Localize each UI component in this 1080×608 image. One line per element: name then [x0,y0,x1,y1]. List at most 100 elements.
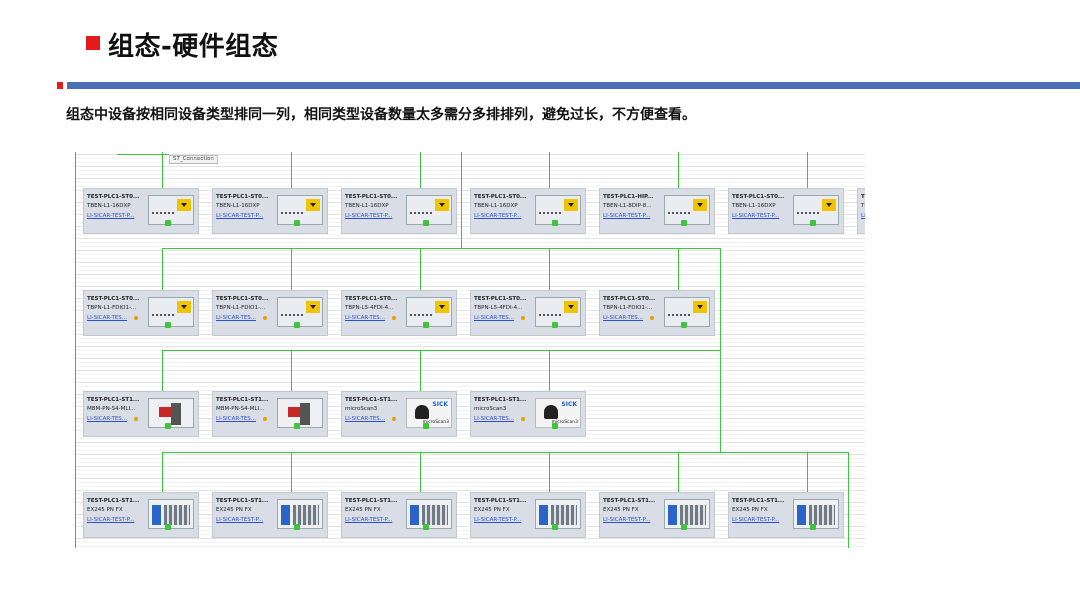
network-port-icon[interactable] [294,220,300,226]
network-port-icon[interactable] [552,322,558,328]
network-port-icon[interactable] [294,423,300,429]
network-port-icon[interactable] [165,220,171,226]
network-port-icon[interactable] [810,524,816,530]
port-strip-icon [668,212,690,220]
device-type: EX245 PN FX [732,507,768,513]
device-box[interactable]: TEST-PLC1-ST0...TBPN-L1-FDIO1-...LI-SICA… [212,290,328,336]
drop-line[interactable] [678,248,679,326]
drop-line[interactable] [420,350,421,427]
io-module-icon [535,297,581,327]
device-box[interactable]: TEST-PLC1-ST0...TBPN-L5-4FDI-4...LI-SICA… [341,290,457,336]
drop-line[interactable] [291,452,292,528]
network-port-icon[interactable] [423,423,429,429]
network-port-icon[interactable] [423,220,429,226]
device-controller-link[interactable]: LI-SICAR-TEST-P... [603,213,651,219]
drop-line[interactable] [420,248,421,326]
device-controller-link[interactable]: LI-SICAR-TES... [474,315,515,321]
grid-stripe [75,282,865,283]
device-box[interactable]: TETELI [857,188,865,234]
drop-line[interactable] [420,452,421,528]
device-controller-link[interactable]: LI-SICAR-TES... [603,315,644,321]
device-controller-link[interactable]: LI-SICAR-TEST-P... [345,517,393,523]
network-port-icon[interactable] [552,524,558,530]
device-controller-link[interactable]: LI-SICAR-TEST-P... [474,213,522,219]
profinet-bus-line[interactable] [162,350,721,351]
device-controller-link[interactable]: LI-SICAR-TEST-P... [87,213,135,219]
device-controller-link[interactable]: LI-SICAR-TEST-P... [87,517,135,523]
network-port-icon[interactable] [681,220,687,226]
drop-line[interactable] [291,350,292,427]
device-controller-link[interactable]: LI-SICAR-TEST-P... [216,517,264,523]
connection-line[interactable] [117,154,169,155]
network-port-icon[interactable] [552,220,558,226]
main-trunk-line[interactable] [461,152,462,249]
red-block-icon [288,407,302,417]
device-controller-link[interactable]: LI-SICAR-TES... [87,416,128,422]
device-controller-link[interactable]: LI-SICAR-TES... [345,315,386,321]
drop-line[interactable] [162,350,163,427]
blue-head-icon [797,505,806,525]
device-controller-link[interactable]: LI-SICAR-TEST-P... [345,213,393,219]
device-controller-link[interactable]: LI-SICAR-TEST-P... [474,517,522,523]
drop-line[interactable] [807,452,808,528]
drop-line[interactable] [162,248,163,326]
device-controller-link[interactable]: LI-SICAR-TES... [216,416,257,422]
device-controller-link[interactable]: LI-SICAR-TEST-P... [603,517,651,523]
device-type: EX245 PN FX [474,507,510,513]
network-port-icon[interactable] [294,524,300,530]
device-controller-link[interactable]: LI-SICAR-TEST-P... [732,213,780,219]
grid-stripe [75,354,865,355]
drop-line[interactable] [291,248,292,326]
s7-connection-label[interactable]: S7_Connection [169,155,218,164]
device-controller-link[interactable]: LI-SICAR-TES... [87,315,128,321]
device-controller-link[interactable]: LI-SICAR-TES... [216,315,257,321]
device-name: TE [861,194,865,200]
device-controller-link[interactable]: LI-SICAR-TES... [345,416,386,422]
device-box[interactable]: TEST-PLC1-HIP...TBEN-L1-8DIP-8...LI-SICA… [599,188,715,234]
network-port-icon[interactable] [423,524,429,530]
profinet-bus-line[interactable] [162,452,849,453]
network-port-icon[interactable] [165,423,171,429]
network-port-icon[interactable] [423,322,429,328]
network-port-icon[interactable] [681,524,687,530]
network-port-icon[interactable] [165,524,171,530]
status-dot-icon [650,316,654,320]
device-box[interactable]: TEST-PLC1-ST1...MBM-PN-S4-MLI...LI-SICAR… [212,391,328,437]
network-port-icon[interactable] [165,322,171,328]
device-box[interactable]: TEST-PLC1-ST1...MBM-PN-S4-MLI...LI-SICAR… [83,391,199,437]
network-port-icon[interactable] [681,322,687,328]
device-controller-link[interactable]: LI [861,213,865,219]
device-controller-link[interactable]: LI-SICAR-TEST-P... [216,213,264,219]
device-box[interactable]: TEST-PLC1-ST0...TBPN-L1-FDIO1-...LI-SICA… [599,290,715,336]
network-port-icon[interactable] [810,220,816,226]
device-controller-link[interactable]: LI-SICAR-TES... [474,416,515,422]
network-view-canvas[interactable]: S7_Connection TEST-PLC1-ST0...TBEN-L1-16… [75,152,865,548]
yellow-connector-icon [306,199,320,211]
network-port-icon[interactable] [294,322,300,328]
network-port-icon[interactable] [552,423,558,429]
drop-line[interactable] [549,248,550,326]
drop-line[interactable] [678,452,679,528]
device-controller-link[interactable]: LI-SICAR-TEST-P... [732,517,780,523]
device-box[interactable]: TEST-PLC1-ST0...TBPN-L1-FDIO1-...LI-SICA… [83,290,199,336]
drop-line[interactable] [162,452,163,528]
device-box[interactable]: TEST-PLC1-ST0...TBPN-L5-4FDI-4...LI-SICA… [470,290,586,336]
drop-line[interactable] [549,350,550,427]
right-riser-line[interactable] [848,452,849,548]
device-type: EX245 PN FX [87,507,123,513]
profinet-bus-line[interactable] [162,248,721,249]
drop-line[interactable] [549,452,550,528]
